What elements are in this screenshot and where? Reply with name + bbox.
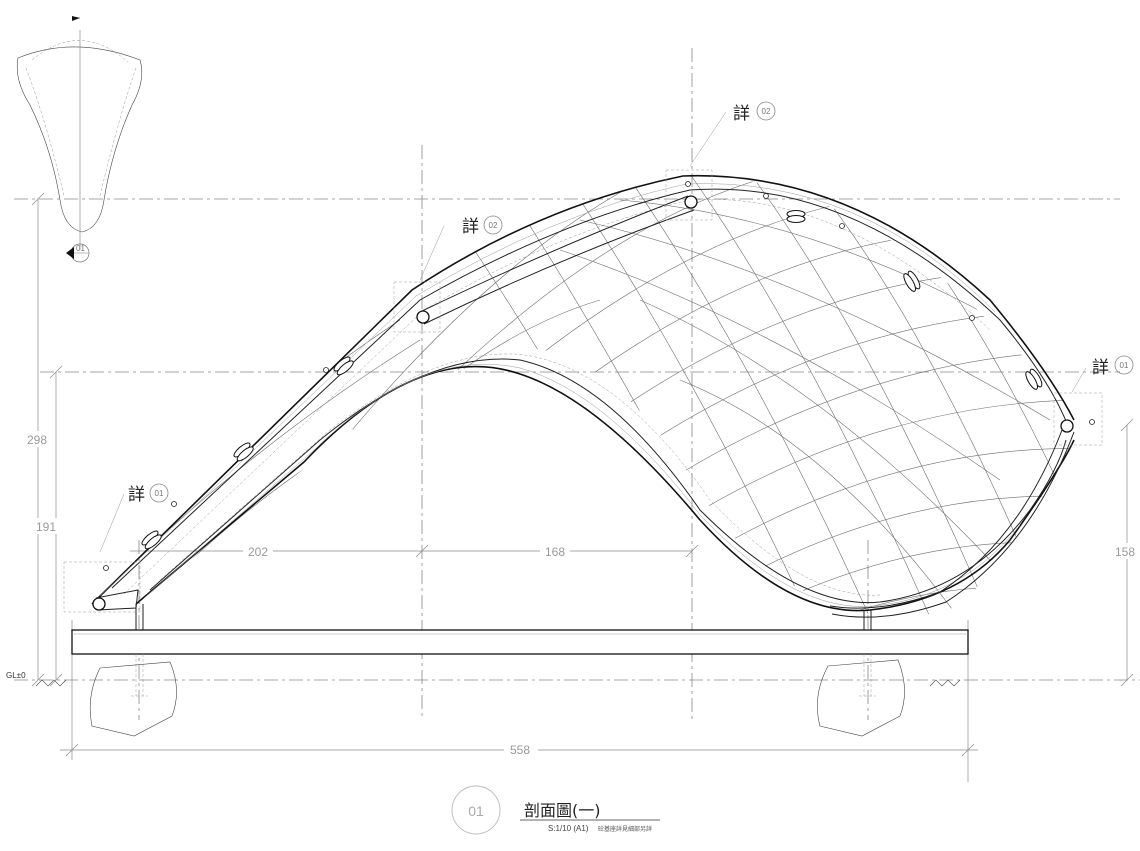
support-posts <box>135 604 872 630</box>
canopy-structure <box>91 174 1095 618</box>
lap-joints <box>141 210 1043 550</box>
detail-callout-2: 詳 02 <box>462 215 503 237</box>
detail-label: 詳 <box>1092 358 1109 378</box>
detail-callout-1: 詳 01 <box>128 483 169 505</box>
stone-footings <box>89 659 905 737</box>
reference-lines <box>14 48 1140 720</box>
drawing-number: 01 <box>468 803 484 819</box>
canopy-bottom-edge <box>135 365 1075 612</box>
detail-callout-4: 詳 01 <box>1092 355 1134 378</box>
edge-tube-upper-left <box>421 195 689 312</box>
drawing-note: 砼基座詳見細部另詳 <box>598 825 652 833</box>
dim-height-total: 298 <box>27 433 47 447</box>
edge-tube-left <box>95 589 139 611</box>
fixing-points <box>103 181 1095 571</box>
edge-tube-right <box>829 429 1063 609</box>
lattice-grid <box>109 175 1076 617</box>
dim-span-left: 202 <box>248 545 268 559</box>
detail-label: 詳 <box>462 217 479 237</box>
dim-span-mid: 168 <box>545 545 565 559</box>
dim-height-left: 191 <box>36 520 56 534</box>
pipe-end-right <box>1060 419 1074 433</box>
canopy-top-edge <box>91 174 1075 605</box>
detail-number: 02 <box>762 107 771 116</box>
dim-height-right: 158 <box>1115 545 1135 559</box>
detail-number: 01 <box>155 489 164 498</box>
key-plan: 01 <box>16 16 143 263</box>
pipe-end-top <box>684 195 698 209</box>
detail-callouts <box>63 111 1103 613</box>
dim-length-total: 558 <box>510 743 530 757</box>
detail-number: 01 <box>1120 361 1129 370</box>
detail-callout-3: 詳 02 <box>733 101 776 124</box>
pipe-end-left <box>92 597 106 611</box>
drawing-title: 剖面圖(一) <box>524 801 601 820</box>
ground-line: GL±0 <box>6 671 961 687</box>
key-plan-section-num: 01 <box>76 244 85 253</box>
detail-label: 詳 <box>128 485 145 505</box>
title-block: 01 剖面圖(一) S:1/10 (A1) 砼基座詳見細部另詳 <box>451 785 660 835</box>
drawing-scale: S:1/10 (A1) <box>548 824 589 833</box>
base-beam <box>71 629 969 697</box>
detail-number: 02 <box>489 221 498 230</box>
ground-level-label: GL±0 <box>6 671 26 680</box>
detail-label: 詳 <box>733 104 750 124</box>
pipe-end-upper-left <box>416 310 430 324</box>
section-arrow-icon <box>66 247 74 259</box>
